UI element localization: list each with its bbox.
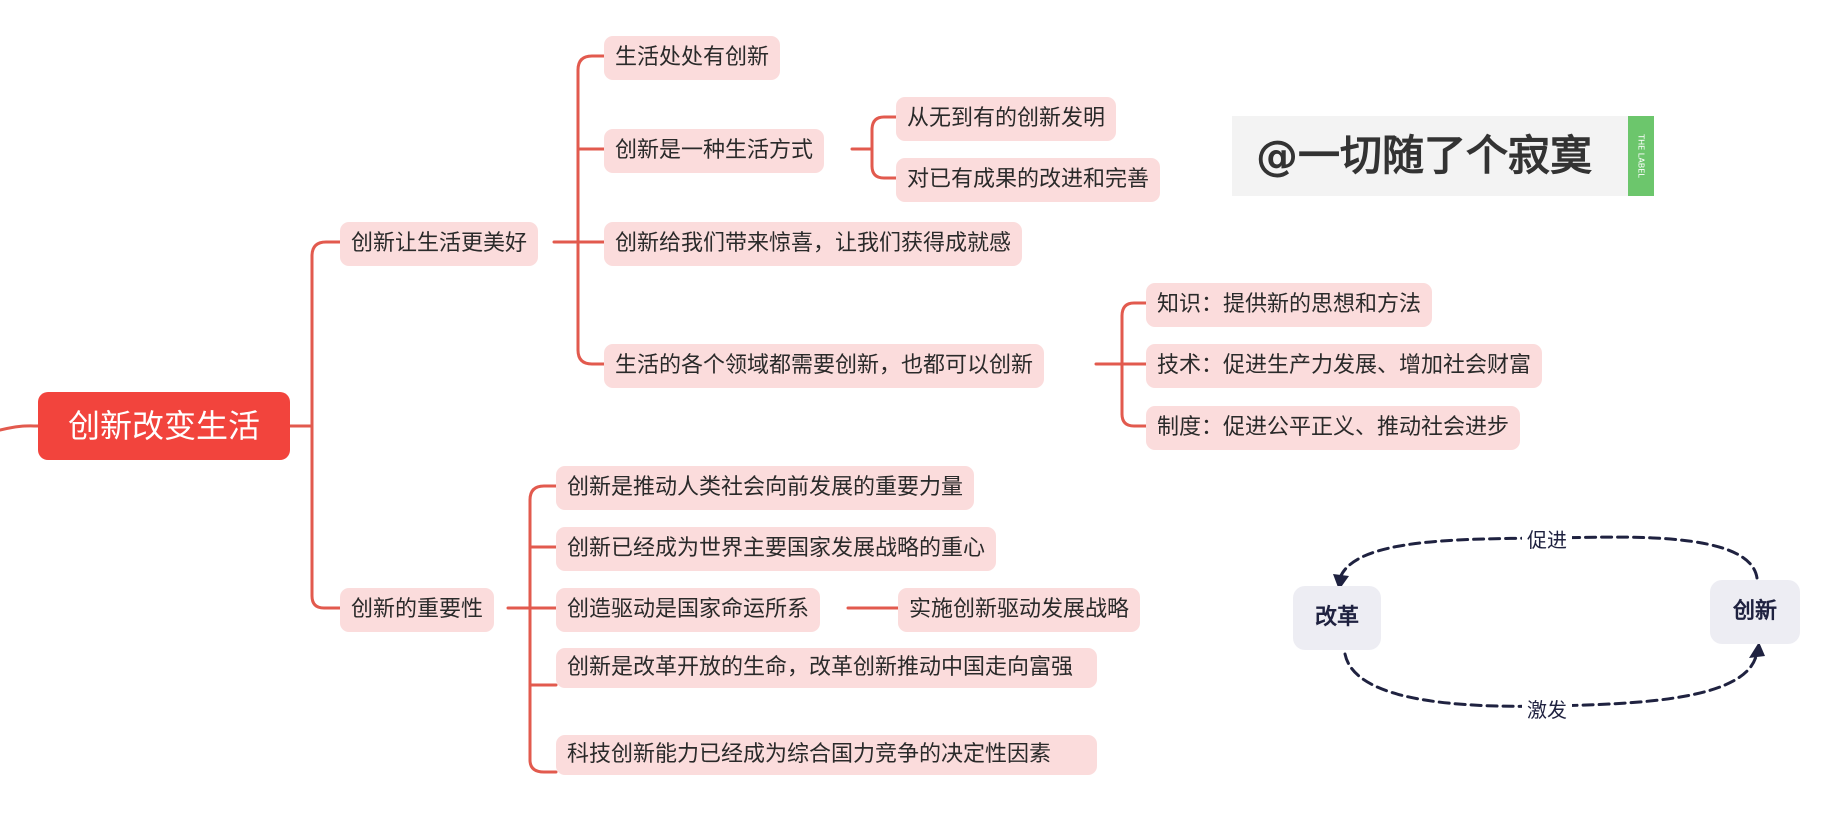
node-tech-competition[interactable]: 科技创新能力已经成为综合国力竞争的决定性因素	[556, 735, 1097, 775]
branch-node-better-life[interactable]: 创新让生活更美好	[340, 222, 539, 266]
cycle-label-promote: 促进	[1522, 524, 1572, 553]
node-reform-opening[interactable]: 创新是改革开放的生命，改革创新推动中国走向富强	[556, 648, 1097, 688]
cycle-node-innovation[interactable]: 创新	[1710, 580, 1800, 644]
watermark-text: @一切随了个寂寞	[1256, 131, 1593, 180]
node-national-destiny[interactable]: 创造驱动是国家命运所系	[556, 588, 821, 632]
root-node[interactable]: 创新改变生活	[38, 392, 290, 460]
node-innovation-all-fields[interactable]: 生活的各个领域都需要创新，也都可以创新	[604, 344, 1045, 388]
node-innovation-everywhere[interactable]: 生活处处有创新	[604, 36, 781, 80]
node-improve-existing[interactable]: 对已有成果的改进和完善	[896, 158, 1161, 202]
cycle-node-reform[interactable]: 改革	[1293, 586, 1381, 650]
node-driving-force[interactable]: 创新是推动人类社会向前发展的重要力量	[556, 466, 975, 510]
node-innovation-lifestyle[interactable]: 创新是一种生活方式	[604, 129, 825, 173]
node-drive-strategy[interactable]: 实施创新驱动发展战略	[898, 588, 1141, 632]
node-technology[interactable]: 技术：促进生产力发展、增加社会财富	[1146, 344, 1543, 388]
node-system[interactable]: 制度：促进公平正义、推动社会进步	[1146, 406, 1521, 450]
cycle-label-inspire: 激发	[1522, 694, 1572, 723]
node-strategy-focus[interactable]: 创新已经成为世界主要国家发展战略的重心	[556, 527, 997, 571]
node-knowledge[interactable]: 知识：提供新的思想和方法	[1146, 283, 1433, 327]
branch-node-importance[interactable]: 创新的重要性	[340, 588, 495, 632]
node-invention-from-nothing[interactable]: 从无到有的创新发明	[896, 97, 1117, 141]
watermark-tag: THE LABEL	[1628, 116, 1654, 196]
watermark-label: @一切随了个寂寞 THE LABEL	[1232, 116, 1654, 196]
watermark-tag-text: THE LABEL	[1636, 134, 1646, 178]
node-innovation-surprise[interactable]: 创新给我们带来惊喜，让我们获得成就感	[604, 222, 1023, 266]
